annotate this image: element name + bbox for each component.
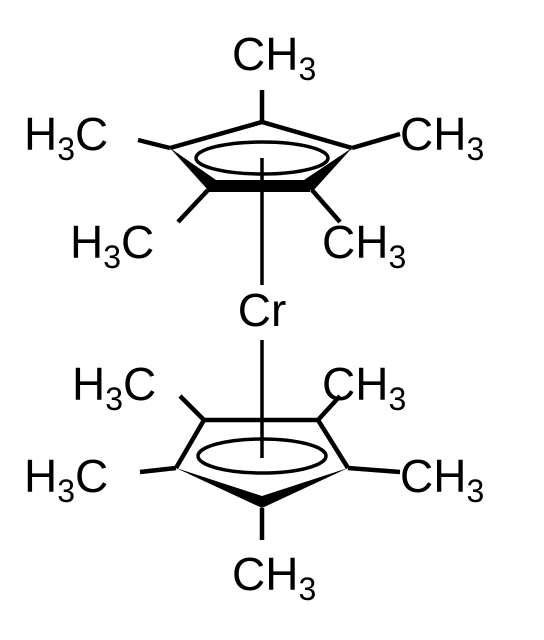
subscript: 3 bbox=[466, 131, 484, 167]
subscript: 3 bbox=[298, 571, 316, 607]
bottom-ring-left-wedge bbox=[176, 468, 262, 508]
top-methyl-bottom-right-label: CH3 bbox=[322, 216, 406, 275]
subscript: 3 bbox=[388, 381, 406, 417]
top-ring-left-wedge bbox=[170, 148, 216, 190]
atom-c: CH bbox=[400, 108, 466, 160]
subscript: 3 bbox=[388, 239, 406, 275]
top-methyl-bond-left bbox=[137, 137, 171, 151]
bottom-methyl-right-label: CH3 bbox=[400, 450, 484, 509]
top-methyl-bottom-left-label: H3C bbox=[70, 216, 154, 275]
atom-c: C bbox=[75, 108, 108, 160]
atom-h: H bbox=[24, 450, 57, 502]
top-methyl-bond-right bbox=[351, 131, 401, 151]
atom-c: C bbox=[75, 450, 108, 502]
top-ring-front-bond bbox=[208, 180, 312, 192]
bottom-ring-right-wedge bbox=[262, 468, 348, 508]
top-methyl-bond-bottom-left bbox=[176, 188, 210, 224]
atom-h: H bbox=[70, 216, 103, 268]
atom-c: CH bbox=[322, 358, 388, 410]
atom-c: C bbox=[121, 216, 154, 268]
bottom-methyl-bond-right bbox=[347, 465, 401, 475]
top-ring bbox=[137, 90, 401, 224]
top-ring-back-edges bbox=[169, 119, 353, 151]
metal-label: Cr bbox=[238, 284, 287, 336]
atom-c: C bbox=[123, 358, 156, 410]
atom-c: CH bbox=[400, 450, 466, 502]
top-methyl-top-label: CH3 bbox=[232, 28, 316, 87]
bottom-methyl-top-right-label: CH3 bbox=[322, 358, 406, 417]
bottom-methyl-bond-left bbox=[139, 465, 177, 475]
subscript: 3 bbox=[466, 473, 484, 509]
top-methyl-bond-bottom-right bbox=[310, 188, 342, 224]
subscript: 3 bbox=[298, 51, 316, 87]
top-methyl-left-label: H3C bbox=[24, 108, 108, 167]
subscript: 3 bbox=[57, 131, 75, 167]
atom-c: CH bbox=[232, 28, 298, 80]
atom-c: CH bbox=[322, 216, 388, 268]
subscript: 3 bbox=[103, 239, 121, 275]
atom-h: H bbox=[72, 358, 105, 410]
subscript: 3 bbox=[105, 381, 123, 417]
bottom-methyl-bond-top-right bbox=[316, 394, 342, 422]
bottom-methyl-bond-top-left bbox=[178, 394, 206, 422]
bottom-methyl-top-left-label: H3C bbox=[72, 358, 156, 417]
atom-c: CH bbox=[232, 548, 298, 600]
top-methyl-right-label: CH3 bbox=[400, 108, 484, 167]
bottom-ring bbox=[139, 394, 401, 540]
bottom-methyl-left-label: H3C bbox=[24, 450, 108, 509]
atom-h: H bbox=[24, 108, 57, 160]
subscript: 3 bbox=[57, 473, 75, 509]
bottom-methyl-bottom-label: CH3 bbox=[232, 548, 316, 607]
bottom-ring-top-edges bbox=[174, 417, 350, 470]
bottom-ring-aromatic-circle bbox=[196, 437, 328, 475]
top-ring-right-wedge bbox=[304, 148, 352, 192]
